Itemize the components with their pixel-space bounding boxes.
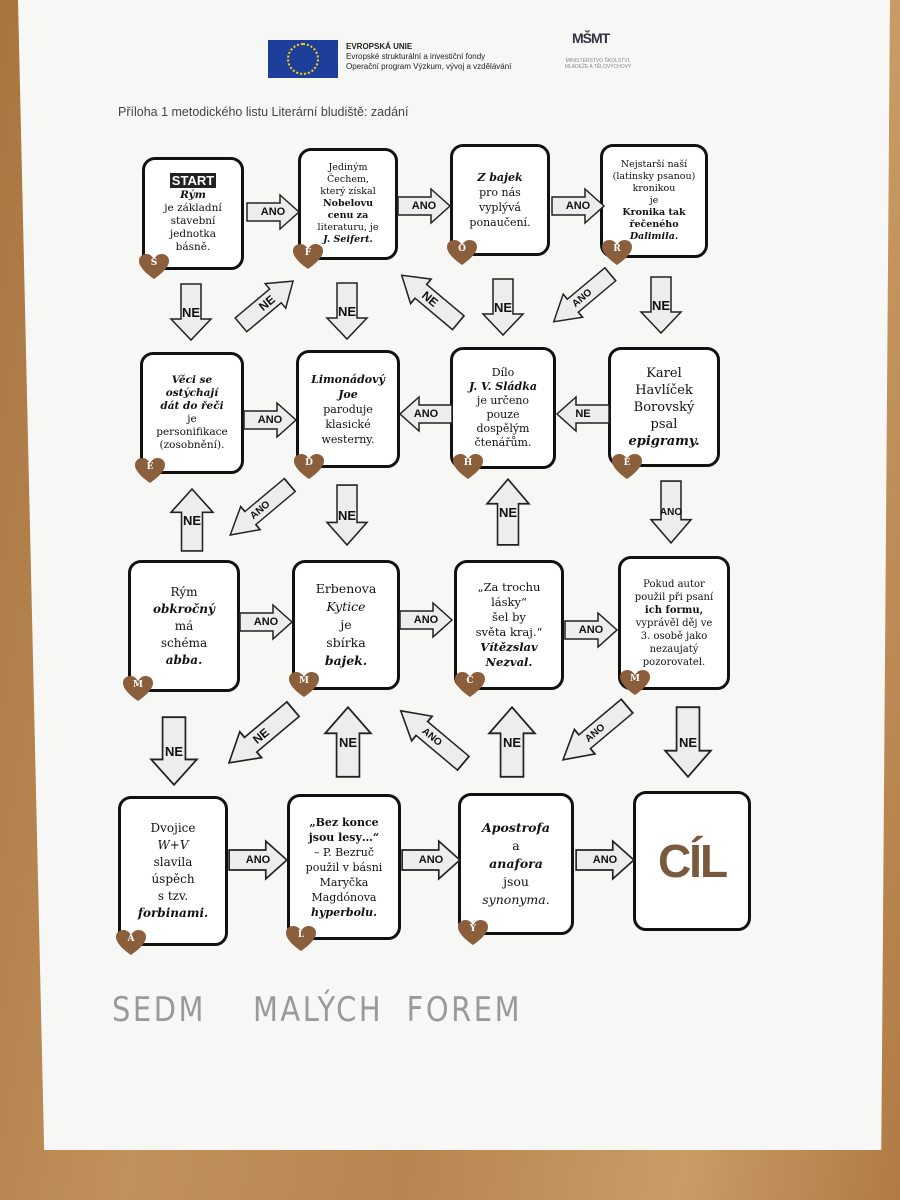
arrow-up-ne: NE bbox=[487, 705, 537, 778]
arrow-right-ano: ANO bbox=[398, 601, 454, 639]
arrow-left-ano: ANO bbox=[398, 395, 453, 433]
maze-box-personifikace: Věci se ostýchají dát do řeči je personi… bbox=[140, 352, 244, 474]
heart-l-icon: L bbox=[286, 926, 316, 952]
arrow-diag-up-left-ano: ANO bbox=[389, 697, 475, 777]
arrow-right-ano: ANO bbox=[238, 603, 294, 641]
maze-box-bezruc: „Bez konce jsou lesy…“ – P. Bezruč použi… bbox=[287, 794, 401, 940]
heart-a-icon: A bbox=[116, 930, 146, 956]
ministry-line-2: MLÁDEŽE A TĚLOVÝCHOVY bbox=[564, 64, 632, 70]
page-subtitle: Příloha 1 metodického listu Literární bl… bbox=[118, 105, 409, 119]
heart-y-icon: Ý bbox=[458, 920, 488, 946]
arrow-down-ne: NE bbox=[169, 283, 213, 342]
arrow-up-ne: NE bbox=[169, 487, 215, 552]
eu-flag-logo bbox=[268, 40, 338, 78]
arrow-right-ano: ANO bbox=[228, 839, 289, 881]
arrow-diag-down-left-ne: NE bbox=[216, 695, 305, 778]
maze-box-seifert: Jediným Čechem, který získal Nobelovu ce… bbox=[298, 148, 398, 260]
arrow-right-ano: ANO bbox=[563, 611, 619, 649]
arrow-diag-down-left-ano: ANO bbox=[551, 692, 639, 773]
arrow-diag-down-left-ano: ANO bbox=[219, 472, 301, 548]
maze-box-kytice: Erbenova Kytice je sbírka bajek. bbox=[292, 560, 400, 690]
arrow-right-ano: ANO bbox=[246, 193, 301, 231]
handwritten-answer: SEDM MALÝCH FOREM bbox=[112, 990, 523, 1030]
finish-label: CÍL bbox=[657, 835, 728, 887]
arrow-diag-up-left-ne: NE bbox=[390, 262, 470, 337]
arrow-right-ano: ANO bbox=[243, 401, 298, 439]
heart-o-icon: O bbox=[447, 240, 477, 266]
arrow-down-ne: NE bbox=[663, 706, 713, 779]
heart-m3-icon: M bbox=[620, 670, 650, 696]
ministry-line-1: MINISTERSTVO ŠKOLSTVÍ, bbox=[565, 58, 631, 64]
maze-box-nezval: „Za trochu lásky“ šel by světa kraj.“ Ví… bbox=[454, 560, 564, 690]
arrow-down-ne: NE bbox=[639, 276, 683, 335]
maze-box-sladek: Dílo J. V. Sládka je určeno pouze dospěl… bbox=[450, 347, 556, 469]
maze-box-cil: CÍL bbox=[633, 791, 751, 931]
heart-c-icon: C bbox=[455, 672, 485, 698]
maze-box-obkrocny: Rým obkročný má schéma abba. bbox=[128, 560, 240, 692]
maze-box-ichforma: Pokud autor použil při psaní ich formu, … bbox=[618, 556, 730, 690]
eu-line-1: EVROPSKÁ UNIE bbox=[346, 42, 413, 51]
heart-h-icon: H bbox=[453, 454, 483, 480]
maze-box-havlicek: Karel Havlíček Borovský psal epigramy. bbox=[608, 347, 720, 467]
arrow-up-ne: NE bbox=[485, 477, 531, 546]
arrow-down-ne: NE bbox=[325, 282, 369, 341]
arrow-diag-up-right-ne: NE bbox=[229, 267, 304, 338]
maze-box-bajky: Z bajek pro nás vyplývá ponaučení. bbox=[450, 144, 550, 256]
heart-f-icon: F bbox=[293, 244, 323, 270]
arrow-up-ne: NE bbox=[323, 705, 373, 778]
start-label: START bbox=[169, 172, 217, 188]
arrow-down-ne: NE bbox=[481, 278, 525, 337]
heart-m2-icon: M bbox=[289, 672, 319, 698]
arrow-down-ne: NE bbox=[325, 484, 369, 547]
heart-m-icon: M bbox=[123, 676, 153, 702]
maze-box-apostrofa: Apostrofa a anafora jsou synonyma. bbox=[458, 793, 574, 935]
heart-e2-icon: E bbox=[612, 454, 642, 480]
maze-box-start: START Rým je základní stavební jednotka … bbox=[142, 157, 244, 270]
arrow-right-ano: ANO bbox=[574, 839, 636, 881]
arrow-down-ano: ANO bbox=[649, 480, 693, 545]
eu-header-text: EVROPSKÁ UNIE Evropské strukturální a in… bbox=[346, 42, 511, 72]
maze-box-forbiny: Dvojice W+V slavila úspěch s tzv. forbin… bbox=[118, 796, 228, 946]
arrow-right-ano: ANO bbox=[551, 187, 606, 225]
heart-e-icon: E bbox=[135, 458, 165, 484]
heart-s-icon: S bbox=[139, 254, 169, 280]
arrow-down-ne: NE bbox=[149, 716, 199, 787]
eu-line-2: Evropské strukturální a investiční fondy bbox=[346, 52, 486, 61]
msmt-logo: MŠMT bbox=[572, 30, 610, 46]
heart-r-icon: R bbox=[602, 240, 632, 266]
arrow-right-ano: ANO bbox=[397, 187, 452, 225]
ministry-text: MINISTERSTVO ŠKOLSTVÍ, MLÁDEŽE A TĚLOVÝC… bbox=[548, 58, 648, 70]
arrow-diag-down-left-ano: ANO bbox=[543, 261, 622, 334]
arrow-left-ne: NE bbox=[555, 395, 610, 433]
arrow-right-ano: ANO bbox=[401, 839, 462, 881]
maze-box-dalimil: Nejstarší naší (latinsky psanou) kroniko… bbox=[600, 144, 708, 258]
maze-box-limonadovy: Limonádový Joe paroduje klasické western… bbox=[296, 350, 400, 468]
eu-stars-icon bbox=[287, 43, 319, 75]
eu-line-3: Operační program Výzkum, vývoj a vzděláv… bbox=[346, 62, 512, 71]
heart-d-icon: D bbox=[294, 454, 324, 480]
